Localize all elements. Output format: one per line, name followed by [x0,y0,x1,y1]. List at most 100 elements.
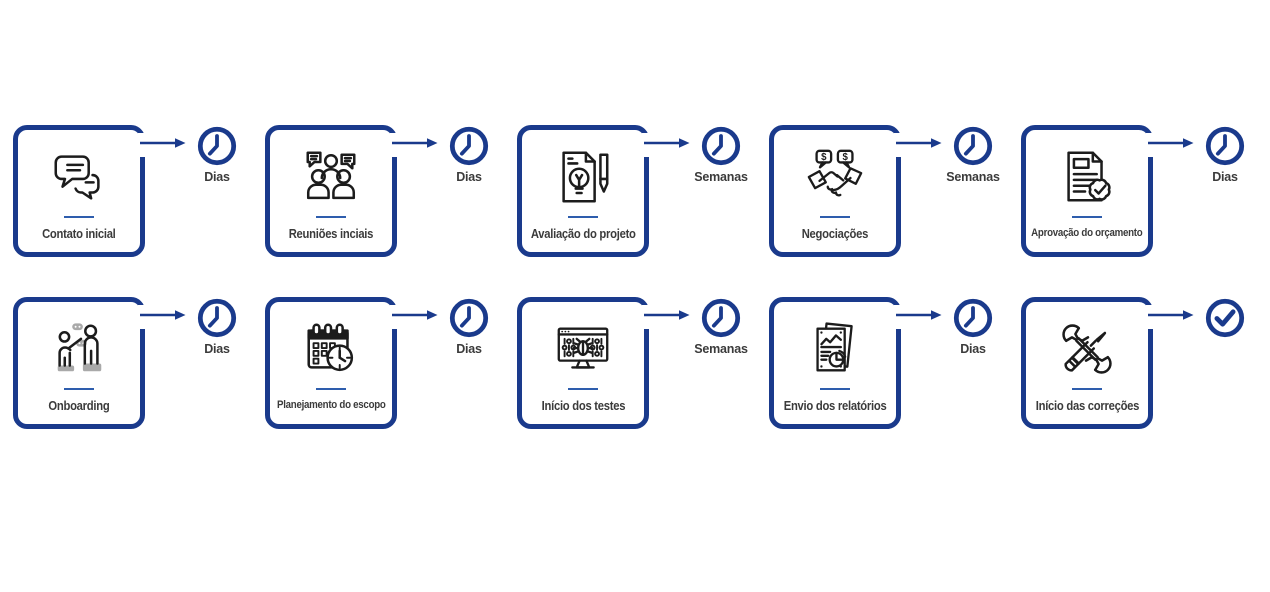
process-step: Onboarding Dias [13,297,265,447]
connector: Dias [184,297,250,356]
border-gap [894,133,903,157]
step-card: Aprovação do orçamento [1021,125,1153,257]
label-divider [316,388,346,390]
connector: Semanas [688,297,754,356]
border-gap [894,305,903,329]
connector: Dias [436,125,502,184]
label-divider [568,216,598,218]
border-gap [642,133,651,157]
process-step: Negociações Semanas [769,125,1021,275]
step-label: Negociações [801,227,869,241]
timeline-row-2: Onboarding Dias Planejamento do escopo [13,297,1270,447]
process-step: Aprovação do orçamento Dias [1021,125,1270,275]
label-divider [820,388,850,390]
step-label: Início das correções [1035,399,1139,413]
border-gap [138,133,147,157]
tools-icon [1056,318,1118,380]
document-approved-icon [1056,146,1118,208]
step-card: Contato inicial [13,125,145,257]
label-divider [64,216,94,218]
onboarding-people-icon [48,318,110,380]
process-step: Início dos testes Semanas [517,297,769,447]
clock-icon [449,126,489,166]
border-gap [642,305,651,329]
connector: Dias [940,297,1006,356]
label-divider [1072,388,1102,390]
step-card: Onboarding [13,297,145,429]
border-gap [390,133,399,157]
duration-label: Dias [204,342,230,356]
step-icon-wrap [48,130,110,216]
team-meeting-icon [300,146,362,208]
arrow-right-icon [392,310,438,320]
step-icon-wrap [300,130,362,216]
step-label: Avaliação do projeto [530,227,636,241]
label-divider [568,388,598,390]
clock-icon [449,298,489,338]
timeline-row-1: Contato inicial Dias Reuniões inciais [13,125,1270,275]
label-divider [820,216,850,218]
report-charts-icon [804,318,866,380]
duration-label: Dias [204,170,230,184]
label-divider [1072,216,1102,218]
arrow-right-icon [896,138,942,148]
check-circle-icon [1205,298,1245,338]
connector: Semanas [940,125,1006,184]
step-card: Início dos testes [517,297,649,429]
step-card: Envio dos relatórios [769,297,901,429]
clock-icon [197,126,237,166]
step-label: Reuniões inciais [288,227,374,241]
step-icon-wrap [300,302,362,388]
step-card: Planejamento do escopo [265,297,397,429]
step-card: Negociações [769,125,901,257]
arrow-right-icon [644,310,690,320]
document-idea-pen-icon [552,146,614,208]
process-step: Envio dos relatórios Dias [769,297,1021,447]
duration-label: Dias [456,342,482,356]
step-icon-wrap [1056,130,1118,216]
step-card: Reuniões inciais [265,125,397,257]
connector: Dias [1192,125,1258,184]
monitor-bug-icon [552,318,614,380]
label-divider [316,216,346,218]
clock-icon [701,126,741,166]
step-card: Início das correções [1021,297,1153,429]
arrow-right-icon [392,138,438,148]
border-gap [390,305,399,329]
duration-label: Semanas [946,170,1000,184]
clock-icon [953,126,993,166]
label-divider [64,388,94,390]
step-label: Onboarding [48,399,110,413]
duration-label: Semanas [694,342,748,356]
arrow-right-icon [644,138,690,148]
arrow-right-icon [1148,138,1194,148]
step-icon-wrap [48,302,110,388]
duration-label: Semanas [694,170,748,184]
connector: Dias [436,297,502,356]
duration-label: Dias [1212,170,1238,184]
step-label: Envio dos relatórios [783,399,887,413]
step-label: Aprovação do orçamento [1031,227,1143,239]
border-gap [1146,133,1155,157]
clock-icon [701,298,741,338]
arrow-right-icon [140,138,186,148]
clock-icon [1205,126,1245,166]
step-label: Início dos testes [541,399,625,413]
step-label: Contato inicial [42,227,116,241]
step-icon-wrap [1056,302,1118,388]
process-step: Reuniões inciais Dias [265,125,517,275]
calendar-clock-icon [300,318,362,380]
step-icon-wrap [804,130,866,216]
connector [1192,297,1258,342]
process-step: Avaliação do projeto Semanas [517,125,769,275]
connector: Dias [184,125,250,184]
clock-icon [953,298,993,338]
step-icon-wrap [552,302,614,388]
process-step: Planejamento do escopo Dias [265,297,517,447]
connector: Semanas [688,125,754,184]
step-icon-wrap [552,130,614,216]
clock-icon [197,298,237,338]
duration-label: Dias [456,170,482,184]
duration-label: Dias [960,342,986,356]
arrow-right-icon [896,310,942,320]
